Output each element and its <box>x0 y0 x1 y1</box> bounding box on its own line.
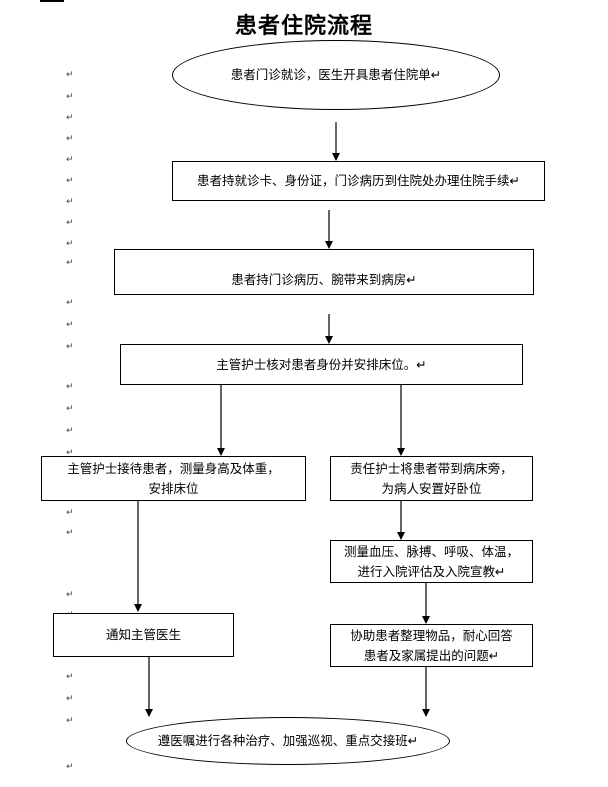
return-mark: ↵ <box>66 258 74 268</box>
step-notify-doctor: 通知主管医生 <box>53 613 234 657</box>
step-admission-registration-label: 患者持就诊卡、身份证，门诊病历到住院处办理住院手续↵ <box>197 173 520 188</box>
return-mark: ↵ <box>66 70 74 80</box>
return-mark: ↵ <box>66 197 74 207</box>
return-mark: ↵ <box>66 762 74 772</box>
step-outpatient-visit-label: 患者门诊就诊，医生开具患者住院单↵ <box>230 67 442 82</box>
step-assist-belongings-line1: 协助患者整理物品，耐心回答 <box>350 627 513 643</box>
return-mark: ↵ <box>66 113 74 123</box>
step-admission-registration: 患者持就诊卡、身份证，门诊病历到住院处办理住院手续↵ <box>172 161 545 201</box>
step-measure-vitals-line2: 进行入院评估及入院宣教↵ <box>357 563 506 579</box>
return-mark: ↵ <box>66 320 74 330</box>
header-rule <box>40 0 64 2</box>
page-title: 患者住院流程 <box>234 13 373 39</box>
return-mark: ↵ <box>66 134 74 144</box>
return-mark: ↵ <box>66 404 74 414</box>
return-mark: ↵ <box>66 239 74 249</box>
step-verify-identity: 主管护士核对患者身份并安排床位。↵ <box>120 344 523 385</box>
step-assist-belongings-line2: 患者及家属提出的问题↵ <box>363 647 500 663</box>
step-measure-vitals: 测量血压、脉搏、呼吸、体温， 进行入院评估及入院宣教↵ <box>330 540 533 583</box>
step-head-nurse-reception-line1: 主管护士接待患者，测量身高及体重， <box>67 460 280 476</box>
step-arrive-ward: 患者持门诊病历、腕带来到病房↵ <box>114 249 534 295</box>
return-mark: ↵ <box>66 590 74 600</box>
return-mark: ↵ <box>66 672 74 682</box>
return-mark: ↵ <box>66 92 74 102</box>
step-bring-to-bed: 责任护士将患者带到病床旁， 为病人安置好卧位 <box>330 456 533 501</box>
return-mark: ↵ <box>66 694 74 704</box>
return-mark: ↵ <box>66 528 74 538</box>
step-treatment-and-rounds: 遵医嘱进行各种治疗、加强巡视、重点交接班↵ <box>126 717 450 765</box>
return-mark: ↵ <box>66 342 74 352</box>
step-verify-identity-label: 主管护士核对患者身份并安排床位。↵ <box>216 356 427 372</box>
return-mark: ↵ <box>66 716 74 726</box>
return-mark: ↵ <box>66 382 74 392</box>
step-arrive-ward-label: 患者持门诊病历、腕带来到病房↵ <box>231 272 417 287</box>
return-mark: ↵ <box>66 218 74 228</box>
step-notify-doctor-label: 通知主管医生 <box>105 627 181 642</box>
step-bring-to-bed-line2: 为病人安置好卧位 <box>381 480 482 496</box>
step-treatment-and-rounds-label: 遵医嘱进行各种治疗、加强巡视、重点交接班↵ <box>157 733 419 748</box>
step-assist-belongings: 协助患者整理物品，耐心回答 患者及家属提出的问题↵ <box>330 624 533 667</box>
return-mark: ↵ <box>66 448 74 458</box>
step-head-nurse-reception-line2: 安排床位 <box>148 480 199 496</box>
return-mark: ↵ <box>66 426 74 436</box>
return-mark: ↵ <box>66 298 74 308</box>
step-outpatient-visit: 患者门诊就诊，医生开具患者住院单↵ <box>172 40 500 110</box>
step-bring-to-bed-line1: 责任护士将患者带到病床旁， <box>350 460 513 476</box>
return-mark: ↵ <box>66 176 74 186</box>
step-measure-vitals-line1: 测量血压、脉搏、呼吸、体温， <box>343 543 519 559</box>
return-mark: ↵ <box>66 155 74 165</box>
step-head-nurse-reception: 主管护士接待患者，测量身高及体重， 安排床位 <box>41 456 306 501</box>
return-mark: ↵ <box>66 508 74 518</box>
